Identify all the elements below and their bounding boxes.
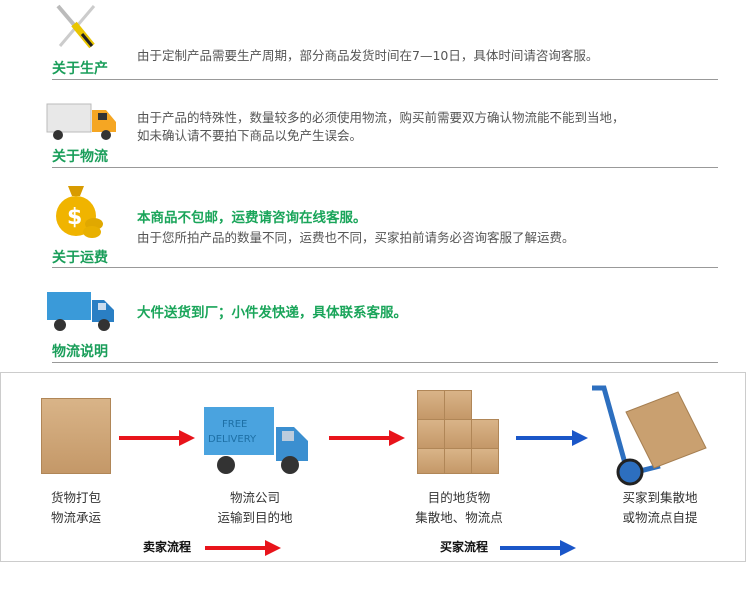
step-2-caption: 物流公司运输到目的地	[185, 488, 325, 528]
shipping-flow-panel	[0, 372, 746, 562]
logistics-text-line-2: 如未确认请不要拍下商品以免产生误会。	[137, 128, 363, 143]
buyer-legend-arrow	[500, 540, 576, 556]
buyer-flow-label: 买家流程	[440, 540, 489, 554]
section-label-logistics: 关于物流	[52, 149, 108, 165]
seller-flow-label: 卖家流程	[143, 540, 192, 554]
truck-text-delivery: DELIVERY	[208, 434, 257, 445]
logistics-text-line-1: 由于产品的特殊性，数量较多的必须使用物流，购买前需要双方确认物流能不能到当地，	[137, 110, 625, 125]
divider	[52, 167, 718, 168]
tools-icon	[52, 2, 100, 50]
truck-text-free: FREE	[222, 419, 247, 430]
section-label-production: 关于生产	[52, 61, 108, 77]
money-bag-icon: $	[54, 176, 106, 240]
step-4-caption: 买家到集散地或物流点自提	[590, 488, 730, 528]
stacked-boxes-image	[417, 390, 501, 476]
seller-legend-arrow	[205, 540, 281, 556]
truck-icon	[46, 102, 118, 142]
step-2-line-2: 运输到目的地	[217, 510, 293, 525]
step-3-caption: 目的地货物集散地、物流点	[389, 488, 529, 528]
package-box-image	[41, 398, 111, 474]
seller-arrow	[119, 430, 195, 446]
buyer-arrow	[516, 430, 588, 446]
step-3-line-2: 集散地、物流点	[415, 510, 503, 525]
divider	[52, 362, 718, 363]
step-1-caption: 货物打包物流承运	[6, 488, 146, 528]
shipping-fee-text: 由于您所拍产品的数量不同，运费也不同，买家拍前请务必咨询客服了解运费。	[137, 230, 575, 245]
shipping-fee-highlight: 本商品不包邮，运费请咨询在线客服。	[137, 210, 367, 226]
production-text: 由于定制产品需要生产周期，部分商品发货时间在7—10日，具体时间请咨询客服。	[137, 48, 599, 63]
seller-arrow	[329, 430, 405, 446]
svg-text:$: $	[67, 205, 82, 230]
hand-truck-image	[590, 384, 720, 488]
free-delivery-truck-image: FREE DELIVERY	[204, 405, 310, 477]
step-3-line-1: 目的地货物	[427, 490, 491, 505]
delivery-truck-icon	[46, 290, 118, 334]
logistics-note-highlight: 大件送货到厂；小件发快递，具体联系客服。	[137, 305, 407, 321]
section-label-shipping-fee: 关于运费	[52, 250, 108, 266]
step-4-line-1: 买家到集散地	[622, 490, 698, 505]
step-2-line-1: 物流公司	[229, 490, 280, 505]
divider	[52, 267, 718, 268]
divider	[52, 79, 718, 80]
step-1-line-2: 物流承运	[50, 510, 101, 525]
section-label-logistics-note: 物流说明	[52, 344, 108, 360]
step-4-line-2: 或物流点自提	[622, 510, 698, 525]
step-1-line-1: 货物打包	[50, 490, 101, 505]
